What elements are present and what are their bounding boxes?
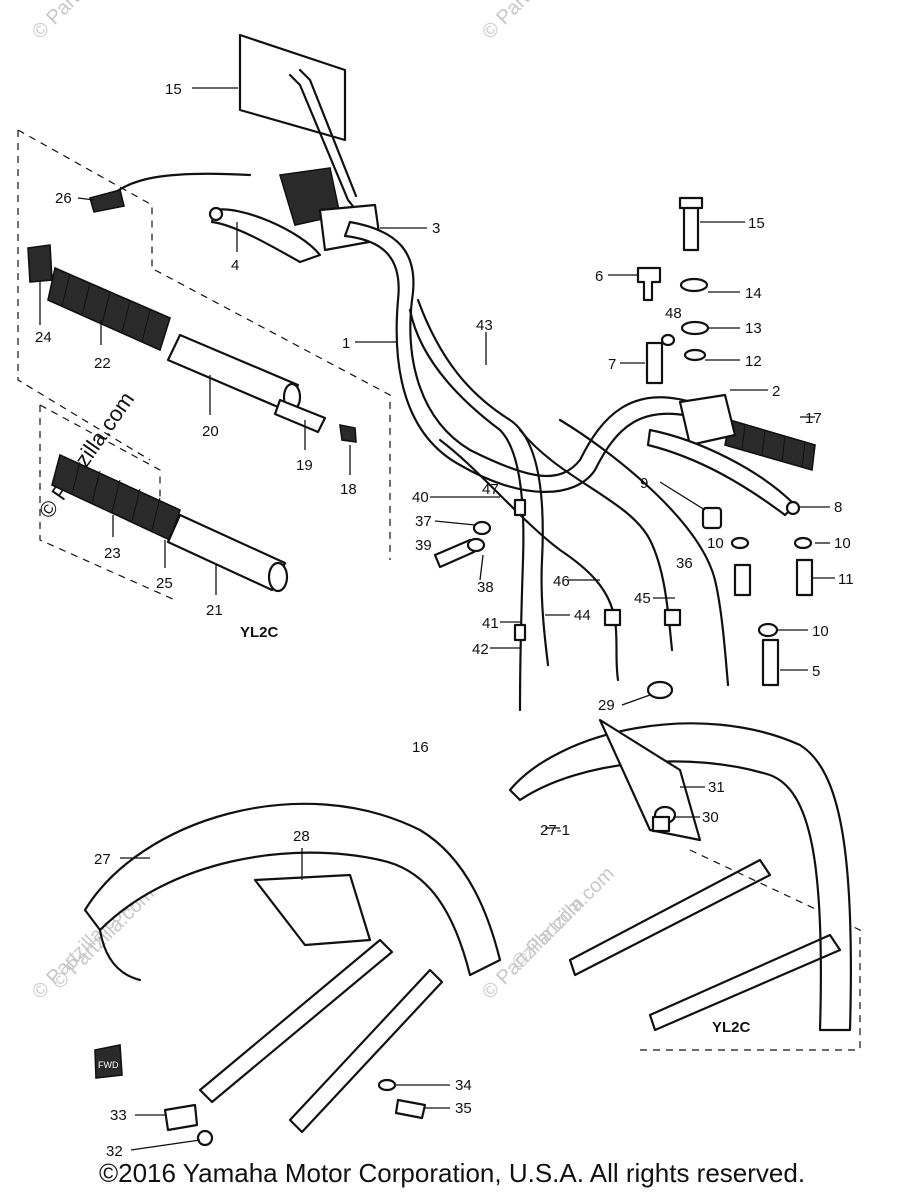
callout-40: 40: [412, 489, 429, 506]
callout-14: 14: [745, 285, 762, 302]
callout-27-1: 27-1: [540, 822, 570, 839]
callout-43: 43: [476, 317, 493, 334]
small-hardware: [433, 506, 814, 687]
callout-4: 4: [231, 257, 239, 274]
callout-45: 45: [634, 590, 651, 607]
callout-1: 1: [342, 335, 350, 352]
callout-5: 5: [812, 663, 820, 680]
right-controls: [636, 196, 816, 517]
variant-label-lower: YL2C: [712, 1019, 751, 1036]
fwd-badge: FWD: [98, 1060, 119, 1070]
callout-6: 6: [595, 268, 603, 285]
callout-13: 13: [745, 320, 762, 337]
callouts: 15 26 24 22 20 19 18 23 25 21 4 3 1 43 1…: [35, 81, 854, 1160]
callout-9: 9: [640, 475, 648, 492]
lower-left-grips: [51, 453, 289, 593]
callout-22: 22: [94, 355, 111, 372]
callout-28: 28: [293, 828, 310, 845]
callout-23: 23: [104, 545, 121, 562]
callout-38: 38: [477, 579, 494, 596]
callout-39: 39: [415, 537, 432, 554]
callout-37: 37: [415, 513, 432, 530]
fender-right: [508, 680, 853, 1032]
callout-10-left: 10: [707, 535, 724, 552]
copyright-footer: ©2016 Yamaha Motor Corporation, U.S.A. A…: [98, 1158, 806, 1188]
callout-24: 24: [35, 329, 52, 346]
callout-29: 29: [598, 697, 615, 714]
callout-26: 26: [55, 190, 72, 207]
variant-label-upper: YL2C: [240, 624, 279, 641]
callout-11: 11: [838, 571, 854, 588]
callout-12: 12: [745, 353, 762, 370]
callout-41: 41: [482, 615, 499, 632]
watermark-top-left: © Partzilla.com: [28, 0, 139, 44]
callout-10-lower: 10: [812, 623, 829, 640]
callout-33: 33: [110, 1107, 127, 1124]
watermark-mid-right: © Partzilla.com: [508, 863, 619, 974]
callout-25: 25: [156, 575, 173, 592]
callout-20: 20: [202, 423, 219, 440]
callout-36: 36: [676, 555, 693, 572]
callout-48: 48: [665, 305, 682, 322]
callout-17: 17: [805, 410, 822, 427]
callout-27: 27: [94, 851, 111, 868]
left-grips: [27, 244, 357, 443]
callout-18: 18: [340, 481, 357, 498]
fender-left: [83, 802, 502, 1147]
callout-19: 19: [296, 457, 313, 474]
leader-lines: [39, 87, 835, 1151]
callout-30: 30: [702, 809, 719, 826]
left-switch-assembly: [89, 167, 382, 264]
callout-15-mirror: 15: [165, 81, 182, 98]
callout-46: 46: [553, 573, 570, 590]
callout-34: 34: [455, 1077, 472, 1094]
callout-7: 7: [608, 356, 616, 373]
callout-47: 47: [482, 481, 499, 498]
callout-3: 3: [432, 220, 440, 237]
callout-2: 2: [772, 383, 780, 400]
callout-21: 21: [206, 602, 223, 619]
callout-31: 31: [708, 779, 725, 796]
cables: [408, 298, 730, 712]
callout-16: 16: [412, 739, 429, 756]
callout-8: 8: [834, 499, 842, 516]
callout-42: 42: [472, 641, 489, 658]
callout-10-right: 10: [834, 535, 851, 552]
callout-15-bolt: 15: [748, 215, 765, 232]
callout-35: 35: [455, 1100, 472, 1117]
watermark-top-right: © Partzilla.com: [478, 0, 589, 44]
callout-32: 32: [106, 1143, 123, 1160]
callout-44: 44: [574, 607, 591, 624]
